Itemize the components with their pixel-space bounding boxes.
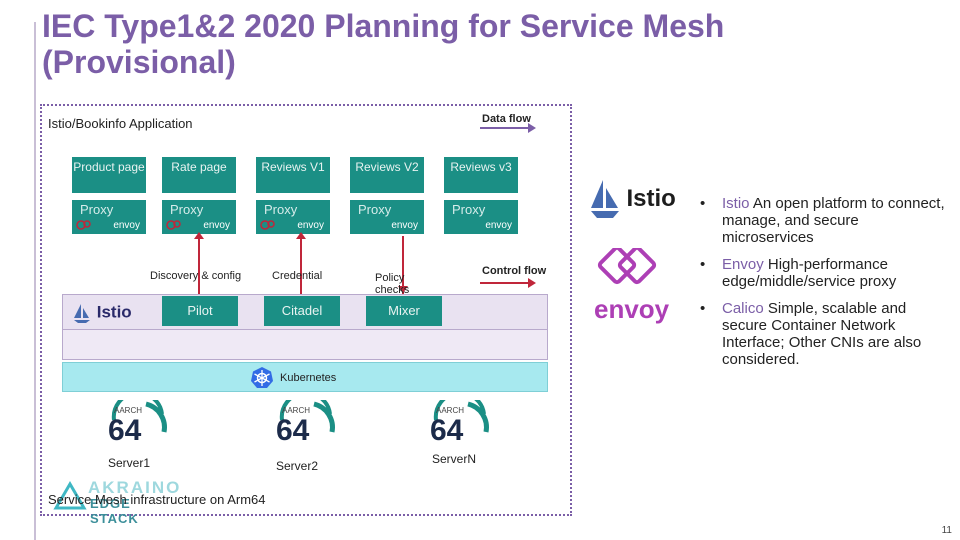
service-reviews-v2: Reviews V2 xyxy=(350,157,424,193)
data-flow-arrowhead xyxy=(528,123,536,133)
proxy-box: Proxy envoy xyxy=(162,200,236,234)
aarch64-badge: AARCH 64 xyxy=(428,390,492,457)
slide-title: IEC Type1&2 2020 Planning for Service Me… xyxy=(42,8,725,80)
bullet-text: An open platform to connect, manage, and… xyxy=(722,195,945,246)
aarch-arc-text: AARCH xyxy=(114,406,143,415)
control-flow-arrow xyxy=(480,282,530,284)
control-arrowhead xyxy=(398,286,408,293)
control-flow-label: Control flow xyxy=(482,265,547,277)
proxy-label: Proxy xyxy=(264,202,298,217)
servern-label: ServerN xyxy=(432,452,477,466)
envoy-mini-label: envoy xyxy=(113,220,140,231)
bullet-glyph: • xyxy=(700,195,706,212)
istio-logo-text: Istio xyxy=(626,185,676,212)
page-number: 11 xyxy=(941,525,952,536)
control-line-pilot xyxy=(198,236,200,294)
aarch64-number: 64 xyxy=(276,414,310,447)
control-flow-arrowhead xyxy=(528,278,536,288)
pilot-box: Pilot xyxy=(162,296,238,326)
envoy-mini-label: envoy xyxy=(485,220,512,231)
data-flow-label: Data flow xyxy=(482,113,531,125)
envoy-mini-label: envoy xyxy=(391,220,418,231)
bullet-text: Simple, scalable and secure Container Ne… xyxy=(722,300,922,368)
server2-label: Server2 xyxy=(276,459,319,473)
control-line-citadel xyxy=(300,236,302,294)
bullet-glyph: • xyxy=(700,256,706,273)
envoy-logo-text: envoy xyxy=(594,294,670,324)
aarch64-badge: AARCH 64 xyxy=(106,390,170,457)
akraino-subtext: EDGE STACK xyxy=(90,496,139,526)
envoy-mini-label: envoy xyxy=(297,220,324,231)
application-frame xyxy=(40,104,572,516)
aarch-arc-text: AARCH xyxy=(436,406,465,415)
feature-bullets: • Istio An open platform to connect, mana… xyxy=(700,195,950,378)
proxy-label: Proxy xyxy=(170,202,204,217)
service-reviews-v3: Reviews v3 xyxy=(444,157,518,193)
proxy-box: Proxy envoy xyxy=(72,200,146,234)
service-product-page: Product page xyxy=(72,157,146,193)
policy-label: Policy checks xyxy=(375,272,410,296)
control-arrowhead xyxy=(296,232,306,239)
istio-lower-layer xyxy=(62,330,548,360)
akraino-icon xyxy=(53,481,87,510)
proxy-label: Proxy xyxy=(80,202,114,217)
envoy-mini-icon xyxy=(166,219,184,231)
credential-label: Credential xyxy=(272,270,323,282)
citadel-box: Citadel xyxy=(264,296,340,326)
kubernetes-icon xyxy=(251,367,273,388)
akraino-text: AKRAINO xyxy=(88,478,182,497)
proxy-box: Proxy envoy xyxy=(350,200,424,234)
envoy-logo-icon xyxy=(597,248,657,285)
envoy-mini-icon xyxy=(76,219,94,231)
istio-small-logo-text: Istio xyxy=(96,302,132,322)
control-arrowhead xyxy=(194,232,204,239)
mixer-box: Mixer xyxy=(366,296,442,326)
aarch64-number: 64 xyxy=(108,414,142,447)
server1-label: Server1 xyxy=(108,456,151,470)
discovery-label: Discovery & config xyxy=(150,270,242,282)
control-line-mixer xyxy=(402,236,404,294)
bullet-keyword: Istio xyxy=(722,195,750,212)
aarch64-badge: AARCH 64 xyxy=(274,390,338,457)
kubernetes-layer xyxy=(62,362,548,392)
bullet-keyword: Calico xyxy=(722,300,764,317)
istio-logo: Istio xyxy=(588,178,676,220)
kubernetes-label: Kubernetes xyxy=(280,372,337,384)
proxy-box: Proxy envoy xyxy=(444,200,518,234)
envoy-logo: envoy xyxy=(594,248,678,325)
bullet-envoy: • Envoy High-performance edge/middle/serv… xyxy=(700,256,950,290)
istio-logo-icon xyxy=(591,180,619,218)
bullet-keyword: Envoy xyxy=(722,256,764,273)
aarch-arc-text: AARCH xyxy=(282,406,311,415)
proxy-box: Proxy envoy xyxy=(256,200,330,234)
envoy-mini-icon xyxy=(260,219,278,231)
proxy-label: Proxy xyxy=(452,202,486,217)
aarch64-number: 64 xyxy=(430,414,464,447)
envoy-mini-label: envoy xyxy=(203,220,230,231)
service-reviews-v1: Reviews V1 xyxy=(256,157,330,193)
data-flow-arrow xyxy=(480,127,530,129)
bullet-glyph: • xyxy=(700,300,706,317)
proxy-label: Proxy xyxy=(358,202,392,217)
footer-caption: Service Mesh infrastructure on Arm64 xyxy=(48,492,266,507)
bullet-text: High-performance edge/middle/service pro… xyxy=(722,256,897,290)
title-accent-bar xyxy=(34,22,36,540)
istio-small-logo: Istio xyxy=(72,302,132,324)
bullet-calico: • Calico Simple, scalable and secure Cont… xyxy=(700,300,950,368)
akraino-logo: AKRAINO EDGE STACK xyxy=(50,478,179,526)
service-rate-page: Rate page xyxy=(162,157,236,193)
app-label: Istio/Bookinfo Application xyxy=(48,116,193,131)
istio-sail-icon xyxy=(74,304,90,323)
bullet-istio: • Istio An open platform to connect, mana… xyxy=(700,195,950,246)
